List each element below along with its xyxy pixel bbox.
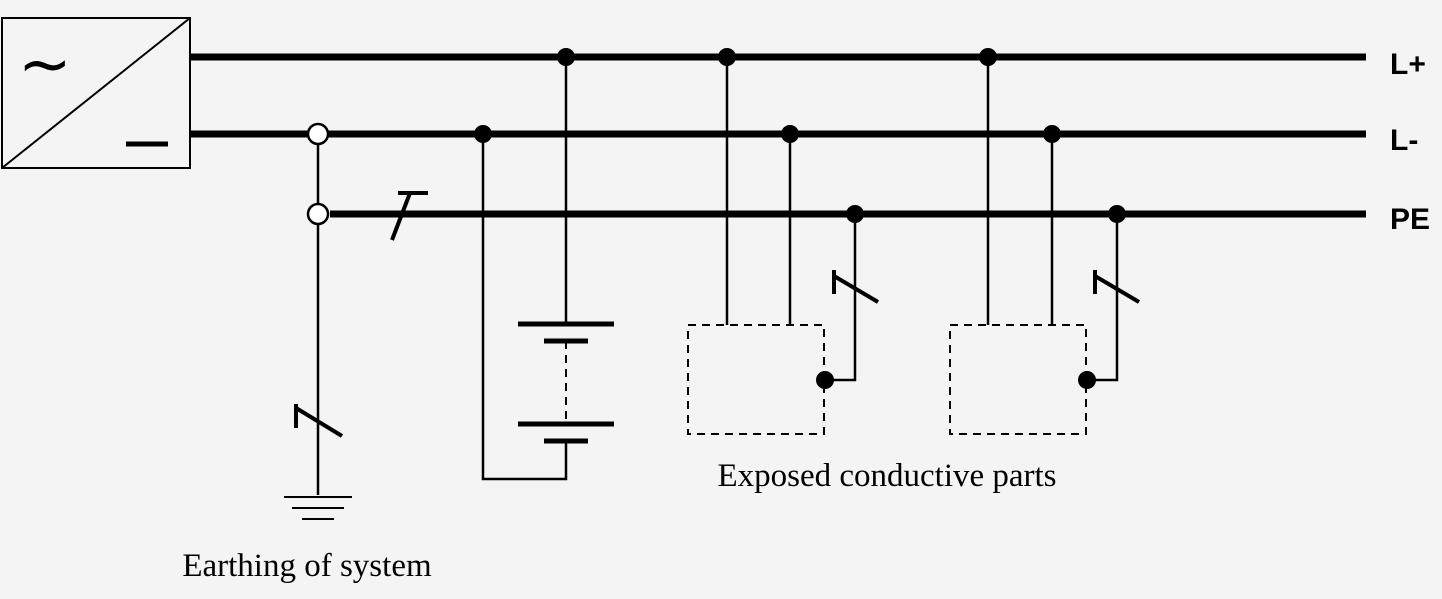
converter-frame [1,17,191,169]
earthing-mark-slash [294,406,344,438]
load1-exposed-part-box [687,324,825,435]
load-1 [687,48,880,435]
label-l-minus: L- [1390,124,1418,157]
pe-conductor-mark [390,191,428,241]
converter-box: ~ [1,17,191,169]
converter-diagonal [1,17,191,169]
pe-mark-slash [390,192,412,241]
earthing-node-pe [306,202,330,226]
ac-symbol: ~ [18,28,72,102]
load1-pe-lead [825,214,857,382]
battery-branch [474,48,614,481]
load-2 [949,48,1141,435]
load1-pe-terminal [816,371,834,389]
battery-negative-lead [481,134,568,481]
load2-pe-mark-slash [1093,274,1141,304]
load2-pe-lead [1087,214,1119,382]
earthing-node-l-minus [306,122,330,146]
load2-exposed-part-box [949,324,1087,435]
caption-exposed-conductive-parts: Exposed conductive parts [717,458,1056,494]
load2-pe-terminal [1078,371,1096,389]
caption-earthing-of-system: Earthing of system [182,548,432,584]
label-l-plus: L+ [1390,48,1426,81]
label-pe: PE [1390,203,1430,236]
load1-pe-mark-slash [832,274,880,304]
system-earthing [284,122,352,520]
